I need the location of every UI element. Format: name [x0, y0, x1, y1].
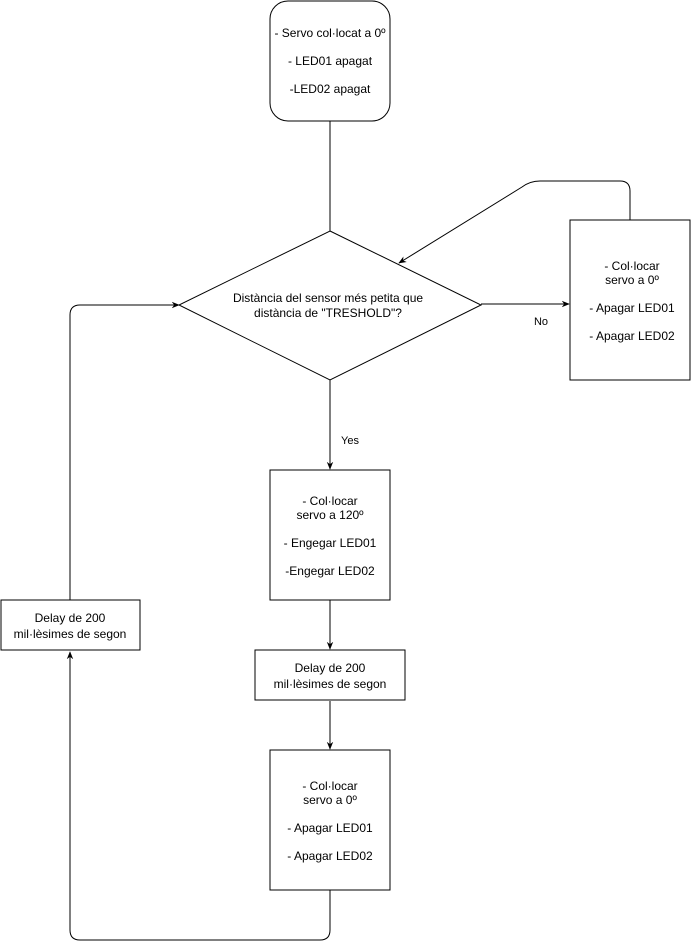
start-node: - Servo col·locat a 0º - LED01 apagat -L…	[269, 0, 391, 122]
delay-left-node-line: Delay de 200	[35, 611, 106, 625]
yes-branch-node-line: - Engegar LED01	[284, 536, 377, 550]
delay-left-node: Delay de 200 mil·lèsimes de segon	[0, 599, 141, 651]
start-node-line: -LED02 apagat	[290, 82, 371, 96]
reset-node-line: servo a 0º	[303, 793, 357, 807]
reset-node-line: - Col·locar	[302, 779, 357, 793]
yes-branch-node-line: - Col·locar	[302, 494, 357, 508]
no-branch-node-line: - Apagar LED01	[589, 301, 675, 315]
reset-node: - Col·locar servo a 0º - Apagar LED01 - …	[269, 749, 391, 891]
no-branch-node-line: - Col·locar	[604, 259, 659, 273]
start-node-line: - Servo col·locat a 0º	[274, 26, 386, 40]
yes-branch-node-line: -Engegar LED02	[285, 564, 375, 578]
edge-label-yes: Yes	[341, 435, 359, 447]
edge-reset-to-left-delay	[66, 651, 331, 941]
delay-middle-node-line: mil·lèsimes de segon	[274, 677, 387, 691]
yes-branch-node: - Col·locar servo a 120º - Engegar LED01…	[269, 469, 391, 601]
delay-middle-node-line: Delay de 200	[295, 661, 366, 675]
delay-middle-node: Delay de 200 mil·lèsimes de segon	[254, 649, 406, 701]
no-branch-node: - Col·locar servo a 0º - Apagar LED01 - …	[569, 219, 691, 381]
decision-node: Distància del sensor més petita que dist…	[177, 230, 483, 381]
edge-no-back-to-decision	[398, 180, 631, 264]
decision-node-line: Distància del sensor més petita que	[233, 291, 423, 305]
edge-left-delay-to-decision	[69, 301, 180, 600]
decision-node-line: distància de "TRESHOLD"?	[254, 306, 402, 320]
reset-node-line: - Apagar LED02	[287, 849, 373, 863]
reset-node-line: - Apagar LED01	[287, 821, 373, 835]
edge-label-no: No	[534, 316, 548, 328]
yes-branch-node-line: servo a 120º	[296, 508, 364, 522]
no-branch-node-line: - Apagar LED02	[589, 329, 675, 343]
delay-left-node-line: mil·lèsimes de segon	[14, 627, 127, 641]
start-node-line: - LED01 apagat	[288, 54, 373, 68]
no-branch-node-line: servo a 0º	[605, 273, 659, 287]
